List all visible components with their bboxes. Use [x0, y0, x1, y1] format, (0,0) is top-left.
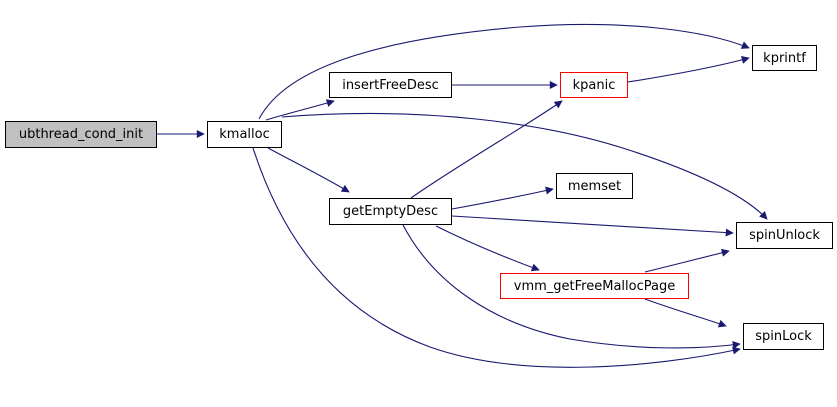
node-label-ubthread_cond_init: ubthread_cond_init [18, 127, 144, 142]
edge-getEmptyDesc-to-spinLock [402, 224, 741, 349]
node-getEmptyDesc[interactable]: getEmptyDesc [329, 198, 452, 225]
node-spinLock[interactable]: spinLock [743, 323, 824, 350]
edge-vmm_getFreeMallocPage-to-spinLock [644, 298, 727, 328]
edge-vmm_getFreeMallocPage-to-spinUnlock [644, 248, 730, 273]
edge-getEmptyDesc-to-spinUnlock [451, 215, 734, 237]
node-label-spinUnlock: spinUnlock [749, 228, 820, 243]
node-insertFreeDesc[interactable]: insertFreeDesc [329, 72, 452, 98]
edge-kmalloc-to-spinLock [252, 147, 741, 368]
edge-kmalloc-to-insertFreeDesc [265, 99, 335, 121]
node-label-memset: memset [567, 178, 622, 194]
node-label-spinLock: spinLock [755, 329, 812, 344]
node-spinUnlock[interactable]: spinUnlock [736, 222, 833, 249]
node-kprintf[interactable]: kprintf [752, 45, 817, 71]
node-kmalloc[interactable]: kmalloc [207, 121, 282, 148]
edge-getEmptyDesc-to-memset [451, 186, 554, 210]
node-label-vmm_getFreeMallocPage: vmm_getFreeMallocPage [513, 278, 676, 294]
edge-kmalloc-to-spinUnlock [281, 112, 768, 220]
edge-getEmptyDesc-to-kpanic [410, 100, 563, 199]
node-label-insertFreeDesc: insertFreeDesc [342, 77, 439, 93]
edge-kmalloc-to-kprintf [258, 23, 750, 120]
edge-kpanic-to-kprintf [627, 56, 750, 83]
node-ubthread_cond_init: ubthread_cond_init [5, 121, 157, 148]
edge-kmalloc-to-getEmptyDesc [267, 147, 350, 193]
node-label-kpanic: kpanic [572, 77, 616, 93]
edge-getEmptyDesc-to-vmm_getFreeMallocPage [435, 225, 540, 272]
node-vmm_getFreeMallocPage[interactable]: vmm_getFreeMallocPage [500, 273, 689, 299]
node-memset[interactable]: memset [556, 173, 633, 199]
node-label-kprintf: kprintf [763, 50, 806, 66]
node-label-kmalloc: kmalloc [219, 127, 270, 142]
node-kpanic[interactable]: kpanic [560, 72, 628, 98]
node-label-getEmptyDesc: getEmptyDesc [342, 204, 439, 219]
